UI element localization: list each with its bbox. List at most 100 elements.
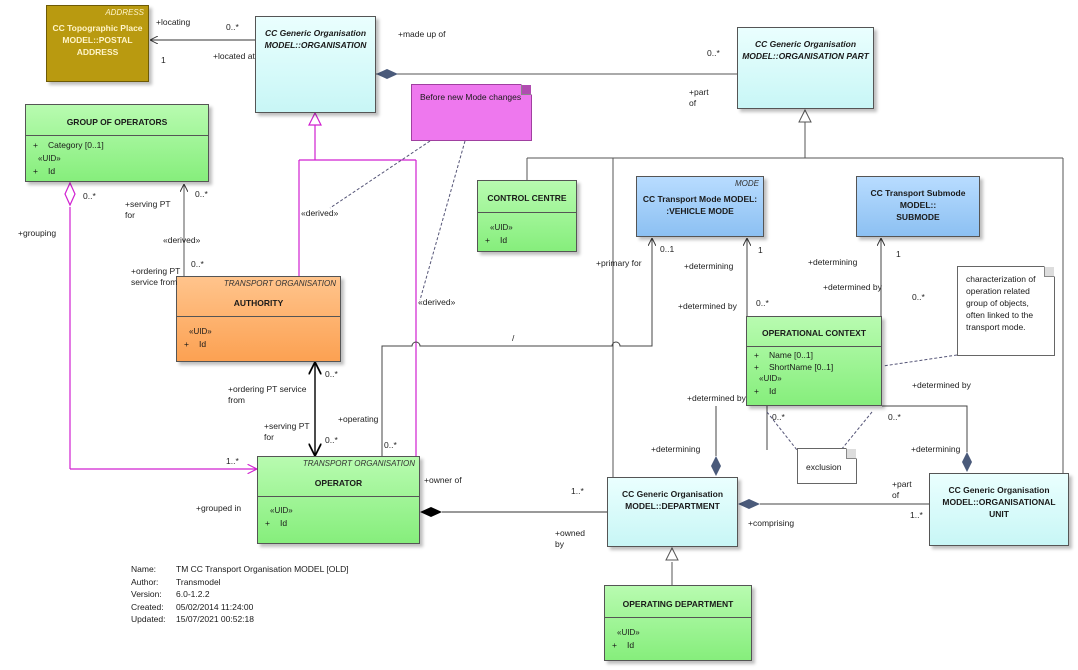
- label-serving-pt-top: +serving PT for: [125, 199, 171, 220]
- mult-grouped-in: 1..*: [226, 456, 239, 466]
- label-primary-for: +primary for: [596, 258, 642, 268]
- mult-primary: 0..1: [660, 244, 675, 254]
- class-submode[interactable]: CC Transport Submode MODEL:: SUBMODE: [856, 176, 980, 237]
- class-operator[interactable]: TRANSPORT ORGANISATION OPERATOR «UID» + …: [257, 456, 420, 544]
- metadata-row: Created:05/02/2014 11:24:00: [131, 601, 349, 614]
- class-title-line: CC Generic Organisation: [948, 485, 1050, 495]
- class-control-centre[interactable]: CONTROL CENTRE «UID» + Id: [477, 180, 577, 252]
- class-title-line: UNIT: [989, 509, 1009, 519]
- diagram-metadata: Name:TM CC Transport Organisation MODEL …: [131, 563, 349, 626]
- metadata-value: Transmodel: [176, 576, 221, 587]
- class-operating-department[interactable]: OPERATING DEPARTMENT «UID» + Id: [604, 585, 752, 661]
- uid-stereotype: «UID»: [490, 223, 513, 232]
- label-owner-of: +owner of: [424, 475, 462, 485]
- class-topographic-place[interactable]: ADDRESS CC Topographic Place MODEL::POST…: [46, 5, 149, 82]
- mult-oc-mode: 0..*: [756, 298, 769, 308]
- label-operating: +operating: [338, 414, 379, 424]
- composition-diamond-operator: [420, 507, 442, 517]
- attribute-row: + Category [0..1]: [26, 139, 208, 151]
- attribute-text: Id: [199, 339, 207, 349]
- attribute-row: + Id: [177, 338, 340, 350]
- class-title-line: MODEL::ORGANISATION: [264, 40, 367, 50]
- class-organisational-unit[interactable]: CC Generic Organisation MODEL::ORGANISAT…: [929, 473, 1069, 546]
- mult-mode-1: 1: [758, 245, 763, 255]
- unit-diamond: [962, 452, 972, 472]
- label-owned-by: +owned by: [555, 528, 586, 549]
- label-derived: «derived»: [163, 235, 201, 245]
- metadata-key: Version:: [131, 589, 162, 600]
- label-determined-by-mode: +determined by: [678, 301, 737, 311]
- class-vehicle-mode[interactable]: MODE CC Transport Mode MODEL: :VEHICLE M…: [636, 176, 764, 237]
- uid-stereotype: «UID»: [617, 628, 640, 637]
- class-title-line: MODEL::ORGANISATION PART: [742, 51, 869, 61]
- label-determined-by-dep: +determined by: [687, 393, 746, 403]
- generalization-org-part: [526, 108, 1064, 477]
- attribute-text: Id: [280, 518, 288, 528]
- note-links: [329, 140, 958, 451]
- class-title-line: MODEL::ORGANISATIONAL: [942, 497, 1056, 507]
- attribute-text: ShortName [0..1]: [769, 362, 834, 372]
- label-located-at: +located at: [213, 51, 255, 61]
- note-characterization[interactable]: characterization of operation related gr…: [957, 266, 1055, 356]
- attribute-text: Name [0..1]: [769, 350, 813, 360]
- label-comprising: +comprising: [748, 518, 795, 528]
- mult-operating: 0..*: [384, 440, 397, 450]
- metadata-row: Updated:15/07/2021 00:52:18: [131, 613, 349, 626]
- metadata-value: 15/07/2021 00:52:18: [176, 614, 254, 625]
- class-title-line: CC Transport Submode MODEL::: [870, 188, 966, 210]
- attribute-text: Id: [48, 166, 56, 176]
- mult-owned: 1..*: [571, 486, 584, 496]
- label-part-of-unit: +part of: [892, 479, 912, 500]
- class-title: OPERATOR: [314, 478, 363, 488]
- mult-part: 0..*: [707, 48, 720, 58]
- metadata-row: Version:6.0-1.2.2: [131, 588, 349, 601]
- label-determining-mode: +determining: [684, 261, 734, 271]
- attribute-text: Id: [769, 386, 777, 396]
- note-mode-changes[interactable]: Before new Mode changes: [411, 84, 532, 141]
- class-title: OPERATIONAL CONTEXT: [761, 328, 867, 338]
- visibility-marker: +: [754, 350, 759, 360]
- attribute-row: + ShortName [0..1]: [747, 361, 881, 373]
- class-title-line: CC Generic Organisation: [621, 489, 724, 499]
- class-title-line: CC Transport Mode MODEL:: [642, 194, 758, 204]
- class-title: OPERATING DEPARTMENT: [622, 599, 734, 609]
- class-title-line: CC Generic Organisation: [754, 39, 857, 49]
- stereotype-mode: MODE: [735, 179, 759, 188]
- assoc-grouping: [64, 181, 257, 469]
- metadata-row: Name:TM CC Transport Organisation MODEL …: [131, 563, 349, 576]
- uid-stereotype: «UID»: [759, 374, 782, 383]
- attribute-row: + Name [0..1]: [747, 349, 881, 361]
- metadata-key: Author:: [131, 576, 159, 587]
- class-title: AUTHORITY: [233, 298, 284, 308]
- label-determining-dep: +determining: [651, 444, 701, 454]
- class-operational-context[interactable]: OPERATIONAL CONTEXT + Name [0..1] + Shor…: [746, 316, 882, 406]
- class-title: CONTROL CENTRE: [487, 193, 567, 203]
- label-determined-by-submode: +determined by: [823, 282, 882, 292]
- class-title-line: CC Generic Organisation: [264, 28, 367, 38]
- attribute-row: + Id: [478, 234, 576, 246]
- mult-oc-unit: 0..*: [888, 412, 901, 422]
- label-derived: «derived»: [301, 208, 339, 218]
- label-determining-submode: +determining: [808, 257, 858, 267]
- label-derived: «derived»: [418, 297, 456, 307]
- metadata-value: 05/02/2014 11:24:00: [176, 601, 254, 612]
- attribute-row: + Id: [26, 165, 208, 177]
- class-department[interactable]: CC Generic Organisation MODEL::DEPARTMEN…: [607, 477, 738, 547]
- metadata-key: Name:: [131, 564, 157, 574]
- class-title-line: MODEL::DEPARTMENT: [625, 501, 720, 511]
- class-title-line: ADDRESS: [76, 47, 119, 57]
- class-group-of-operators[interactable]: GROUP OF OPERATORS + Category [0..1] «UI…: [25, 104, 209, 182]
- composition-diamond-org: [376, 69, 398, 79]
- note-exclusion[interactable]: exclusion: [797, 448, 857, 484]
- label-ordering-pt-service-from: +ordering PT service from: [228, 384, 307, 405]
- label-grouping: +grouping: [18, 228, 57, 238]
- attribute-row: + Id: [747, 385, 881, 397]
- attribute-text: Id: [627, 640, 635, 650]
- label-slash: /: [512, 333, 515, 343]
- attribute-row: + Id: [258, 517, 419, 529]
- class-organisation[interactable]: CC Generic Organisation MODEL::ORGANISAT…: [255, 16, 376, 113]
- class-authority[interactable]: TRANSPORT ORGANISATION AUTHORITY «UID» +…: [176, 276, 341, 362]
- visibility-marker: +: [184, 339, 189, 349]
- class-organisation-part[interactable]: CC Generic Organisation MODEL::ORGANISAT…: [737, 27, 874, 109]
